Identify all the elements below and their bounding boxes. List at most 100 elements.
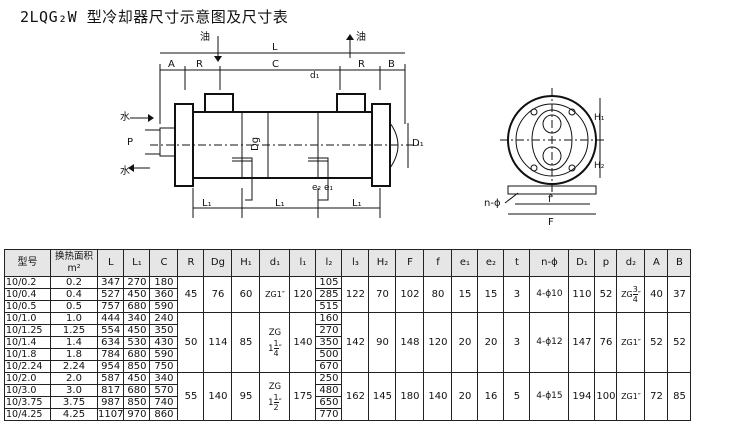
cell-model: 10/3.75 (4, 396, 51, 409)
cell-B: 52 (667, 312, 692, 373)
cell-L: 817 (96, 384, 125, 397)
col-header-n-phi: n-ϕ (529, 249, 570, 277)
cell-L1: 450 (123, 324, 151, 337)
cell-A: 72 (644, 372, 669, 421)
cell-R: 50 (177, 312, 205, 373)
dim-label-F: F (548, 217, 554, 228)
dim-label-R: R (196, 59, 203, 70)
cell-model: 10/1.25 (4, 324, 51, 337)
cell-C: 340 (149, 372, 179, 385)
cell-e2: 16 (477, 372, 505, 421)
cell-C: 180 (149, 276, 179, 289)
cell-area: 2.0 (50, 372, 98, 385)
cell-Dg: 140 (203, 372, 233, 421)
col-header-l2: l₂ (315, 249, 343, 277)
cell-t: 5 (503, 372, 531, 421)
cell-e1: 15 (451, 276, 479, 313)
dim-label-e2: e₂ (312, 183, 322, 193)
table-row: 10/0.2 0.2 347 270 180 45 76 60 ZG1″ 120… (4, 276, 692, 313)
cell-t: 3 (503, 276, 531, 313)
cell-l2: 500 (315, 348, 343, 361)
cell-L: 554 (96, 324, 125, 337)
cell-A: 40 (644, 276, 669, 313)
dim-label-n-phi: n-ϕ (484, 198, 501, 209)
cell-F: 180 (395, 372, 425, 421)
cell-l1: 120 (289, 276, 317, 313)
dim-label-A: A (168, 59, 175, 70)
cell-B: 85 (667, 372, 692, 421)
cell-area: 4.25 (50, 408, 98, 421)
dim-label-L: L (272, 42, 278, 53)
col-header-f: f (423, 249, 453, 277)
dim-label-P: P (127, 137, 133, 148)
cell-C: 570 (149, 384, 179, 397)
cell-e2: 20 (477, 312, 505, 373)
cell-area: 1.25 (50, 324, 98, 337)
cell-model: 10/2.0 (4, 372, 51, 385)
cell-H2: 90 (368, 312, 397, 373)
cell-area: 0.2 (50, 276, 98, 289)
cell-L: 987 (96, 396, 125, 409)
cell-d2: ZG1″ (616, 312, 646, 373)
cell-n-phi: 4-ϕ12 (529, 312, 570, 373)
d1-denominator: 2 (273, 401, 279, 412)
cell-e2: 15 (477, 276, 505, 313)
dim-label-B: B (388, 59, 395, 70)
cell-p: 52 (594, 276, 618, 313)
table-row: 10/3.75 3.75 987 850 740 650 (4, 396, 691, 409)
col-header-e1: e₁ (451, 249, 479, 277)
col-header-H2: H₂ (368, 249, 397, 277)
cell-area: 1.8 (50, 348, 98, 361)
dim-label-D1: D₁ (412, 138, 424, 149)
cell-C: 360 (149, 288, 179, 301)
cell-L1: 680 (123, 384, 151, 397)
cell-l3: 142 (341, 312, 370, 373)
cell-model: 10/0.4 (4, 288, 51, 301)
cell-C: 860 (149, 408, 179, 421)
table-row: 10/4.25 4.25 1107 970 860 770 (4, 408, 691, 421)
cell-C: 350 (149, 324, 179, 337)
cell-L: 527 (96, 288, 125, 301)
d2-suffix: ″ (637, 290, 641, 299)
col-header-p: p (594, 249, 618, 277)
col-header-area: 换热面积m² (50, 249, 98, 277)
dim-label-H2: H₂ (594, 161, 605, 171)
cell-F: 102 (395, 276, 425, 313)
cell-L1: 450 (123, 372, 151, 385)
cell-l1: 140 (289, 312, 317, 373)
cell-B: 37 (667, 276, 692, 313)
cell-D1: 147 (568, 312, 596, 373)
table-row: 10/1.4 1.4 634 530 430 350 (4, 336, 691, 349)
cell-f: 80 (423, 276, 453, 313)
col-header-L: L (96, 249, 125, 277)
cell-L: 757 (96, 300, 125, 313)
col-header-C: C (149, 249, 179, 277)
col-header-R: R (177, 249, 205, 277)
cell-model: 10/2.24 (4, 360, 51, 373)
d2-numerator: 3 (632, 285, 638, 294)
col-header-d1: d₁ (259, 249, 291, 277)
col-header-Dg: Dg (203, 249, 233, 277)
cell-l2: 270 (315, 324, 343, 337)
cell-f: 140 (423, 372, 453, 421)
table-header-row: 型号 换热面积m² L L₁ C R Dg H₁ d₁ l₁ l₂ l₃ H₂ … (4, 249, 692, 277)
cell-H1: 95 (231, 372, 261, 421)
cell-model: 10/3.0 (4, 384, 51, 397)
d1-whole: 1 (268, 397, 274, 408)
col-header-B: B (667, 249, 692, 277)
cell-model: 10/1.8 (4, 348, 51, 361)
col-header-H1: H₁ (231, 249, 261, 277)
cell-l2: 160 (315, 312, 343, 325)
cell-L: 954 (96, 360, 125, 373)
cell-area: 3.0 (50, 384, 98, 397)
cell-n-phi: 4-ϕ15 (529, 372, 570, 421)
dim-label-L1-left: L₁ (202, 198, 212, 209)
cell-area: 0.4 (50, 288, 98, 301)
col-header-A: A (644, 249, 669, 277)
